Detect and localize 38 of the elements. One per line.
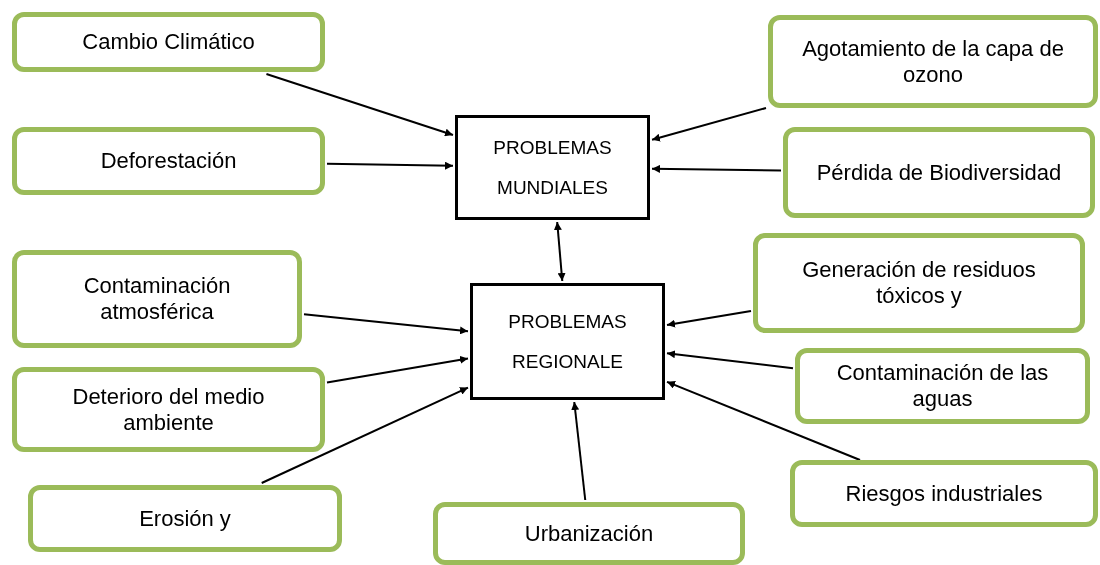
box-label: Erosión y [139,505,231,532]
topic-box [12,250,302,348]
arrow [666,380,861,461]
central-box [455,115,650,220]
box-label: Agotamiento de la capa de ozono [801,35,1065,88]
central-box [470,283,665,400]
box-label: Generación de residuos tóxicos y [801,257,1037,309]
arrow [666,309,752,328]
topic-box [433,502,745,565]
topic-box [753,233,1085,333]
topic-box [12,367,325,452]
topic-box [28,485,342,552]
box-label: Contaminación atmosférica [82,273,232,325]
box-label: Deterioro del medio ambiente [71,383,266,436]
box-label: Deforestación [100,148,237,174]
box-label: Urbanización [524,520,654,547]
arrow [303,313,469,335]
topic-box [795,348,1090,424]
topic-box [12,127,325,195]
topic-box [12,12,325,72]
arrow [326,161,454,170]
topic-box [790,460,1098,527]
topic-box [783,127,1095,218]
arrow [651,107,767,142]
arrow [553,221,566,282]
box-label: PROBLEMAS MUNDIALES [492,135,613,200]
arrow [326,355,469,384]
topic-box [768,15,1098,108]
box-label: Contaminación de las aguas [835,360,1050,412]
box-label: Cambio Climático [82,29,255,55]
arrow [571,401,587,501]
box-label: Pérdida de Biodiversidad [816,159,1062,186]
arrow [260,386,469,484]
arrow [666,350,794,370]
box-label: PROBLEMAS REGIONALE [507,309,628,374]
arrow [651,164,782,173]
arrow [265,73,454,137]
box-label: Riesgos industriales [845,480,1043,507]
